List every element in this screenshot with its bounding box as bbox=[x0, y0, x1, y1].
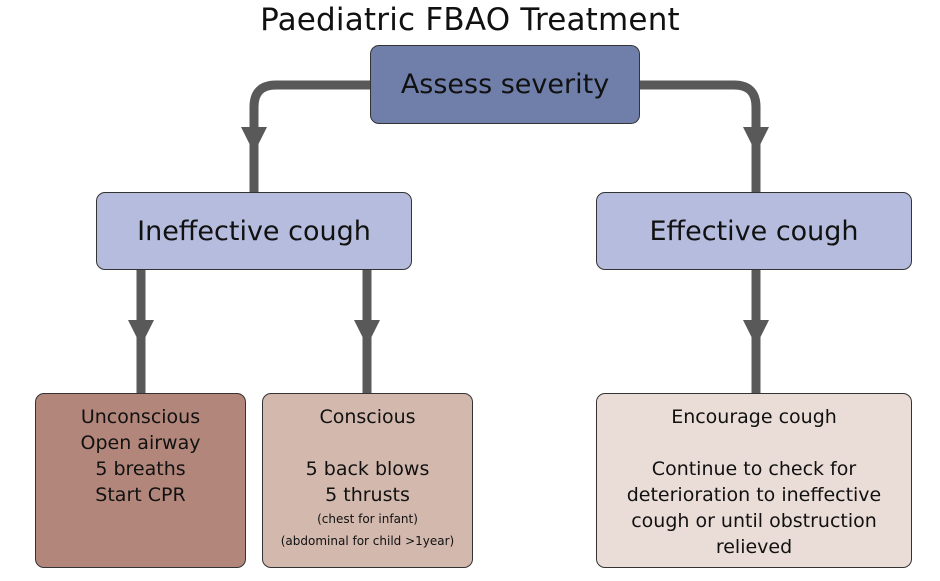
deterioration-line: deterioration to ineffective bbox=[626, 484, 882, 506]
spacer bbox=[263, 430, 472, 456]
effective-cough-label: Effective cough bbox=[649, 215, 859, 247]
back-blows-line: 5 back blows bbox=[305, 458, 430, 480]
open-airway-line: Open airway bbox=[80, 432, 201, 454]
five-breaths-line: 5 breaths bbox=[95, 458, 186, 480]
thrusts-line: 5 thrusts bbox=[325, 484, 410, 506]
spacer bbox=[597, 430, 911, 456]
arrow-head-ineffective bbox=[241, 127, 267, 153]
connector-root-to-effective bbox=[640, 80, 761, 192]
ineffective-cough-node: Ineffective cough bbox=[96, 192, 412, 270]
ineffective-cough-label: Ineffective cough bbox=[137, 215, 371, 247]
arrow-head-effective bbox=[743, 127, 769, 153]
start-cpr-line: Start CPR bbox=[95, 484, 186, 506]
conscious-node: Conscious 5 back blows 5 thrusts (chest … bbox=[262, 393, 473, 568]
arrow-head-unconscious bbox=[128, 320, 154, 346]
effective-cough-node: Effective cough bbox=[596, 192, 912, 270]
conscious-heading: Conscious bbox=[319, 406, 416, 428]
relieved-line: relieved bbox=[715, 536, 793, 558]
unconscious-line: Unconscious bbox=[80, 406, 201, 428]
unconscious-node: Unconscious Open airway 5 breaths Start … bbox=[35, 393, 246, 568]
infant-note: (chest for infant) bbox=[317, 512, 418, 526]
continue-check-line: Continue to check for bbox=[651, 458, 857, 480]
diagram-title: Paediatric FBAO Treatment bbox=[260, 2, 680, 38]
assess-severity-node: Assess severity bbox=[370, 45, 640, 124]
connector-root-to-ineffective bbox=[249, 80, 370, 192]
child-note: (abdominal for child >1year) bbox=[280, 534, 455, 548]
arrow-head-conscious bbox=[354, 320, 380, 346]
assess-severity-label: Assess severity bbox=[400, 69, 610, 100]
encourage-cough-heading: Encourage cough bbox=[671, 406, 837, 428]
obstruction-line: cough or until obstruction bbox=[631, 510, 877, 532]
arrow-head-encourage bbox=[743, 320, 769, 346]
encourage-cough-node: Encourage cough Continue to check for de… bbox=[596, 393, 912, 568]
